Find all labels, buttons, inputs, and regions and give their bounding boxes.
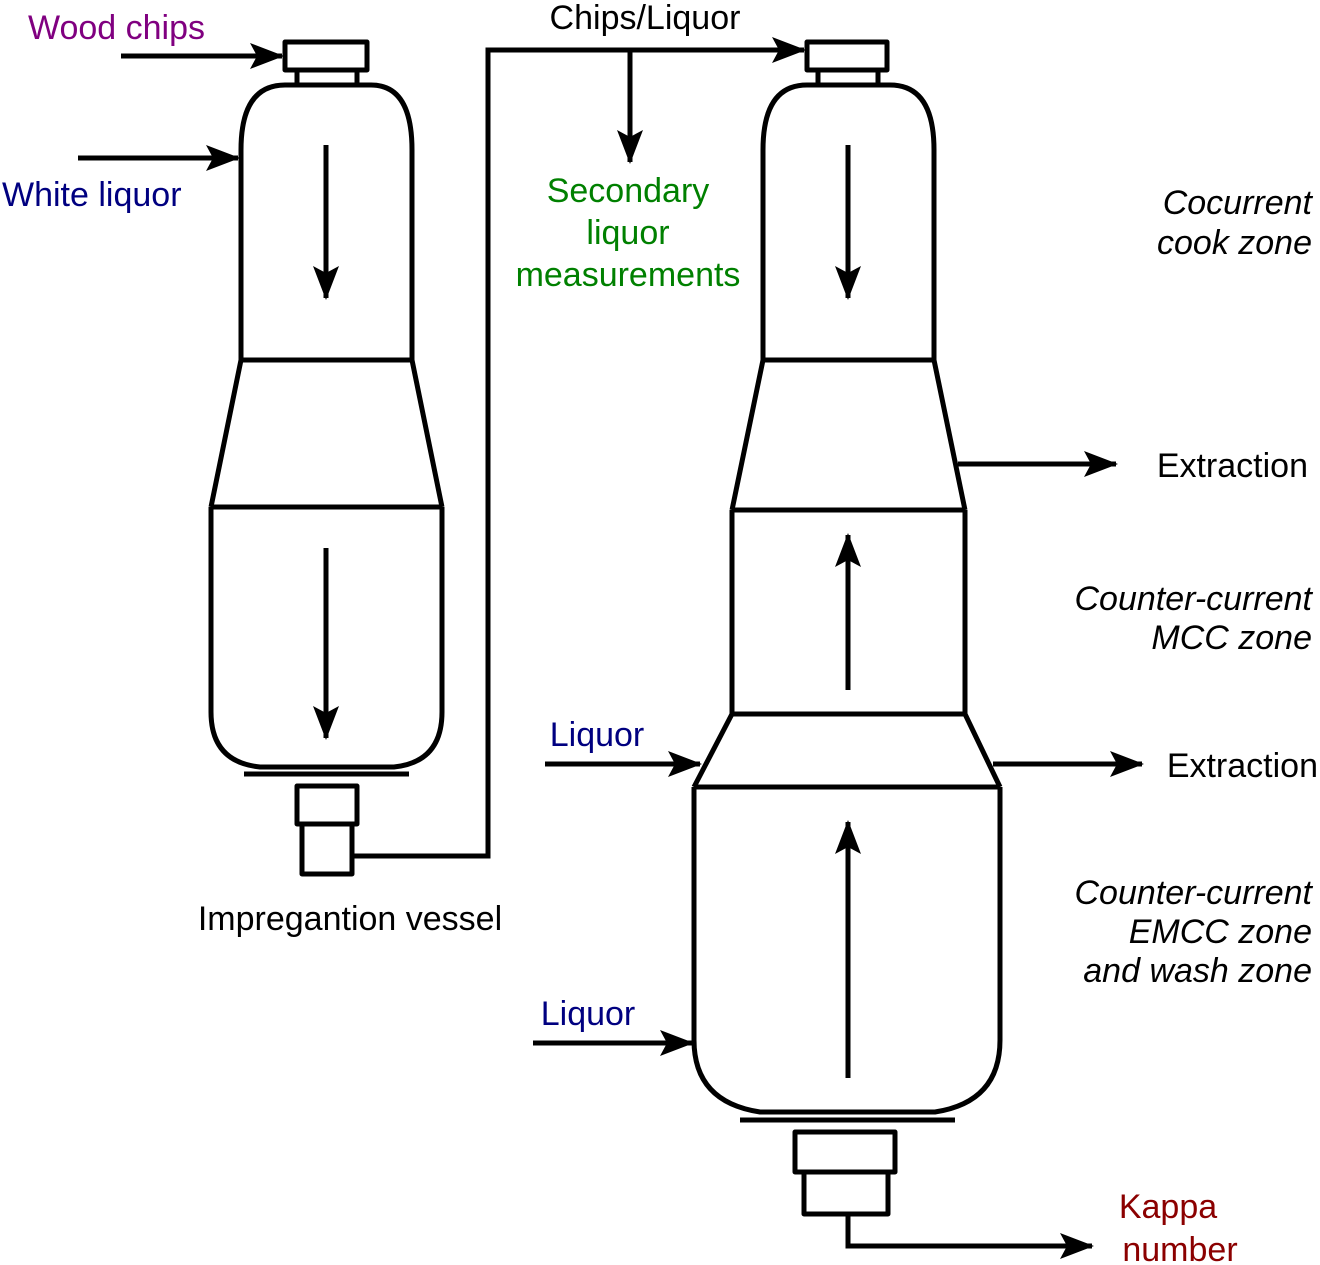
digester-mid-body [729, 510, 968, 714]
digester-upper-body [760, 82, 937, 360]
extraction-label-2: Extraction [1167, 747, 1318, 785]
secondary-measurements-label-line-3: measurements [516, 256, 741, 294]
kappa-number-label-line-1: Kappa [1119, 1188, 1217, 1226]
emcc-zone-label-line-1: Counter-current [1075, 874, 1314, 912]
impregnation-vessel [208, 39, 445, 877]
digester-lower-body [691, 787, 1003, 1115]
impregnation-top-cap [282, 39, 370, 73]
impregnation-upper-body [238, 82, 415, 360]
impregnation-outlet-lower [299, 821, 355, 877]
chips-liquor-label: Chips/Liquor [550, 0, 741, 37]
secondary-measurements-label-line-2: liquor [586, 214, 669, 252]
cocurrent-zone-label-line-2: cook zone [1157, 224, 1312, 262]
extraction-label-1: Extraction [1157, 447, 1308, 485]
secondary-measurements-label-line-1: Secondary [547, 172, 710, 210]
digester-outlet-upper [792, 1129, 898, 1175]
impregnation-vessel-label: Impregantion vessel [198, 900, 502, 938]
digester-top-cap [804, 39, 890, 73]
mcc-zone-label-line-2: MCC zone [1151, 619, 1312, 657]
kappa-number-label-line-2: number [1122, 1231, 1237, 1265]
wood-chips-label: Wood chips [28, 9, 205, 47]
impregnation-taper [208, 359, 445, 508]
impregnation-outlet-upper [294, 783, 360, 827]
liquor-label-1: Liquor [550, 716, 645, 754]
mcc-zone-label-line-1: Counter-current [1075, 580, 1314, 618]
digester-outlet-lower [801, 1169, 891, 1217]
impregnation-lower-body [208, 507, 445, 770]
digester-taper-2 [691, 712, 1003, 789]
liquor-label-2: Liquor [541, 995, 636, 1033]
emcc-zone-label-line-2: EMCC zone [1129, 913, 1312, 951]
digester-vessel [691, 39, 1003, 1217]
transfer-line [352, 37, 806, 859]
emcc-zone-label-line-3: and wash zone [1083, 952, 1312, 990]
white-liquor-label: White liquor [2, 176, 182, 214]
digester-taper-1 [729, 359, 968, 511]
cocurrent-zone-label-line-1: Cocurrent [1163, 184, 1314, 222]
kappa-output-line [845, 1214, 1094, 1259]
